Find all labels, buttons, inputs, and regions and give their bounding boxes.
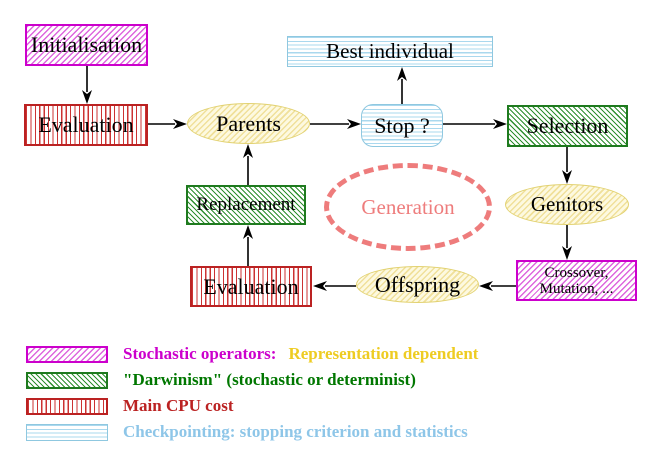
- legend-swatch-cpu-cost: [26, 397, 108, 415]
- node-best-individual: Best individual: [287, 36, 493, 67]
- node-evaluation-top: Evaluation: [24, 104, 148, 146]
- node-offspring: Offspring: [356, 266, 479, 303]
- arrow-replacement-to-parents: [243, 144, 253, 185]
- node-stop: Stop ?: [361, 104, 443, 147]
- node-evaluation-bottom: Evaluation: [190, 266, 312, 307]
- legend-row-checkpointing: Checkpointing: stopping criterion and st…: [26, 422, 468, 441]
- arrow-evaluation-to-replacement: [243, 225, 253, 266]
- crossover-line1: Crossover,: [544, 264, 609, 281]
- legend-label-representation: Representation dependent: [288, 344, 479, 363]
- arrow-selection-to-genitors: [562, 147, 572, 184]
- arrow-stop-to-selection: [443, 119, 507, 129]
- node-crossover-mutation: Crossover, Mutation, ...: [516, 260, 637, 301]
- arrow-genitors-to-crossover: [562, 225, 572, 260]
- legend-label-checkpointing: Checkpointing: stopping criterion and st…: [123, 422, 468, 441]
- crossover-line2: Mutation, ...: [539, 280, 614, 297]
- node-generation-loop: Generation: [324, 163, 492, 251]
- arrow-crossover-to-offspring: [479, 281, 516, 291]
- arrow-stop-to-best-individual: [397, 67, 407, 104]
- legend-row-cpu-cost: Main CPU cost: [26, 396, 234, 415]
- legend-label-stochastic: Stochastic operators:: [123, 344, 277, 363]
- node-selection: Selection: [507, 105, 628, 147]
- legend-swatch-darwinism: [26, 371, 108, 389]
- node-initialisation: Initialisation: [25, 24, 148, 66]
- legend-swatch-checkpointing: [26, 423, 108, 441]
- arrow-initialisation-to-evaluation: [82, 66, 92, 104]
- arrow-evaluation-to-parents: [148, 119, 187, 129]
- arrow-offspring-to-evaluation: [313, 281, 356, 291]
- node-parents: Parents: [187, 103, 310, 144]
- legend-row-stochastic-operators: Stochastic operators: Representation dep…: [26, 344, 479, 363]
- arrow-parents-to-stop: [310, 119, 361, 129]
- legend-row-darwinism: "Darwinism" (stochastic or determinist): [26, 370, 416, 389]
- legend-swatch-stochastic: [26, 345, 108, 363]
- legend-label-cpu-cost: Main CPU cost: [123, 396, 234, 415]
- node-replacement: Replacement: [186, 185, 306, 225]
- node-genitors: Genitors: [505, 184, 629, 225]
- legend-label-darwinism: "Darwinism" (stochastic or determinist): [123, 370, 416, 389]
